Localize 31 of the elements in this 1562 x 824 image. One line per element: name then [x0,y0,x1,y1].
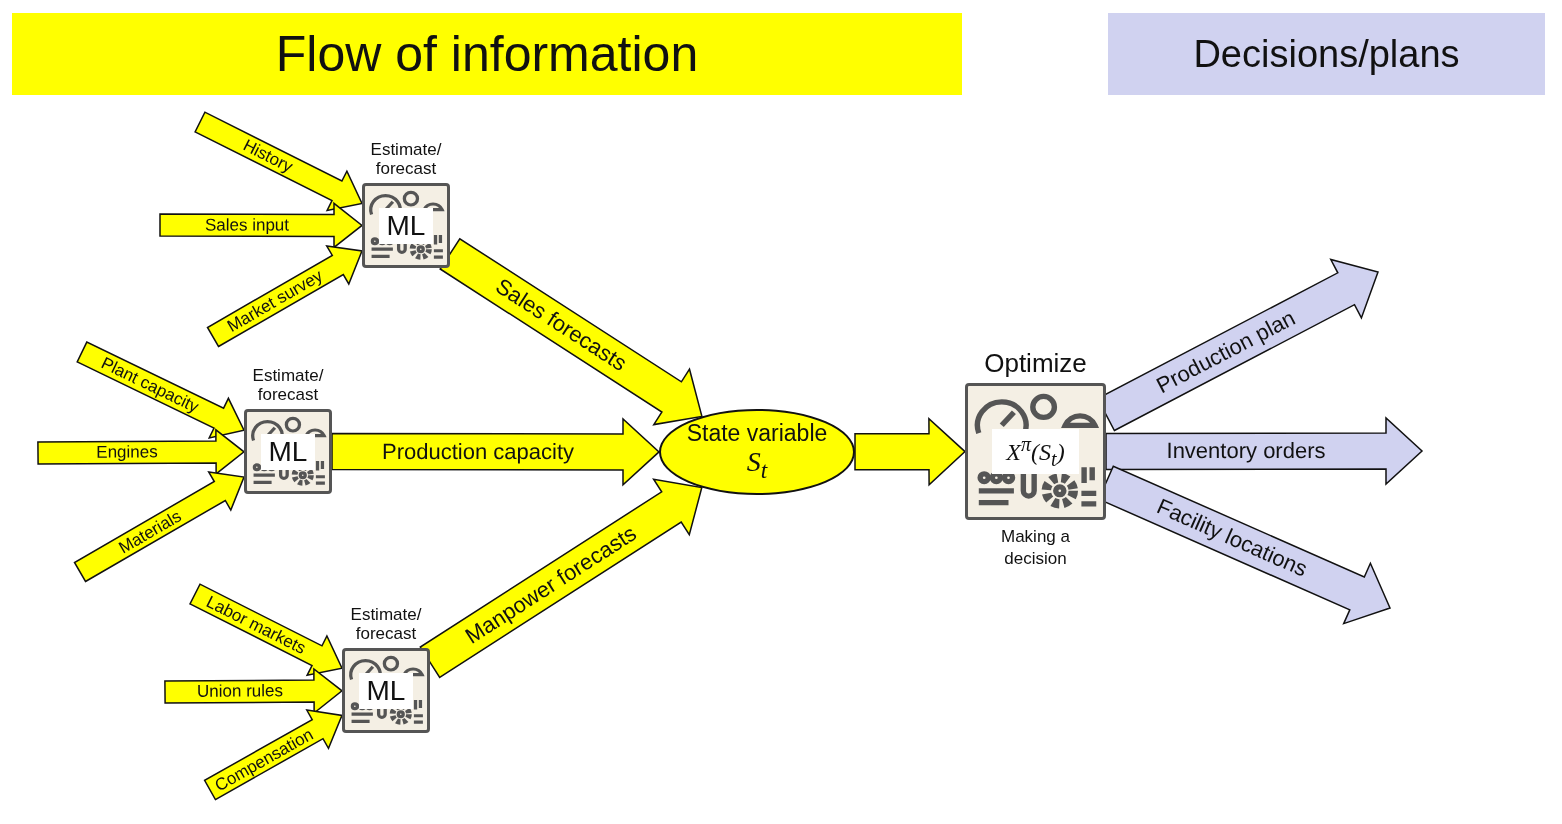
edge-label: Sales input [204,216,290,234]
block-arrow [419,478,703,679]
edge-label: Union rules [196,682,283,701]
node-heading: Estimate/ forecast [369,138,443,179]
block-arrow [331,417,661,487]
block-arrow [76,341,246,439]
block-arrow [37,428,246,476]
block-arrow [1105,416,1424,486]
policy-formula: X$^{π}$(S$_{t}$) [992,428,1079,475]
block-arrow [854,417,967,487]
state-label: State variable [686,421,828,447]
block-arrow [159,201,364,249]
node-caption: Making a decision [1000,526,1071,571]
node-heading: Estimate/ forecast [251,364,325,405]
model-label: ML [260,433,316,470]
state-symbol: S$_{t}$ [746,446,768,483]
edge-label: Production capacity [381,440,574,463]
title-banner: Flow of information [12,13,962,95]
block-arrow [189,583,344,677]
block-arrow [194,111,364,212]
block-arrow [203,709,344,801]
model-label: ML [378,207,434,244]
node-heading: Estimate/ forecast [349,603,423,644]
block-arrow [439,237,703,426]
edge-label: Inventory orders [1166,440,1326,463]
model-label: ML [358,672,414,709]
block-arrow [206,244,364,348]
block-arrow [73,471,246,583]
section-banner: Decisions/plans [1108,13,1545,95]
node-heading: Optimize [983,347,1088,379]
edge-label: Engines [96,443,158,462]
